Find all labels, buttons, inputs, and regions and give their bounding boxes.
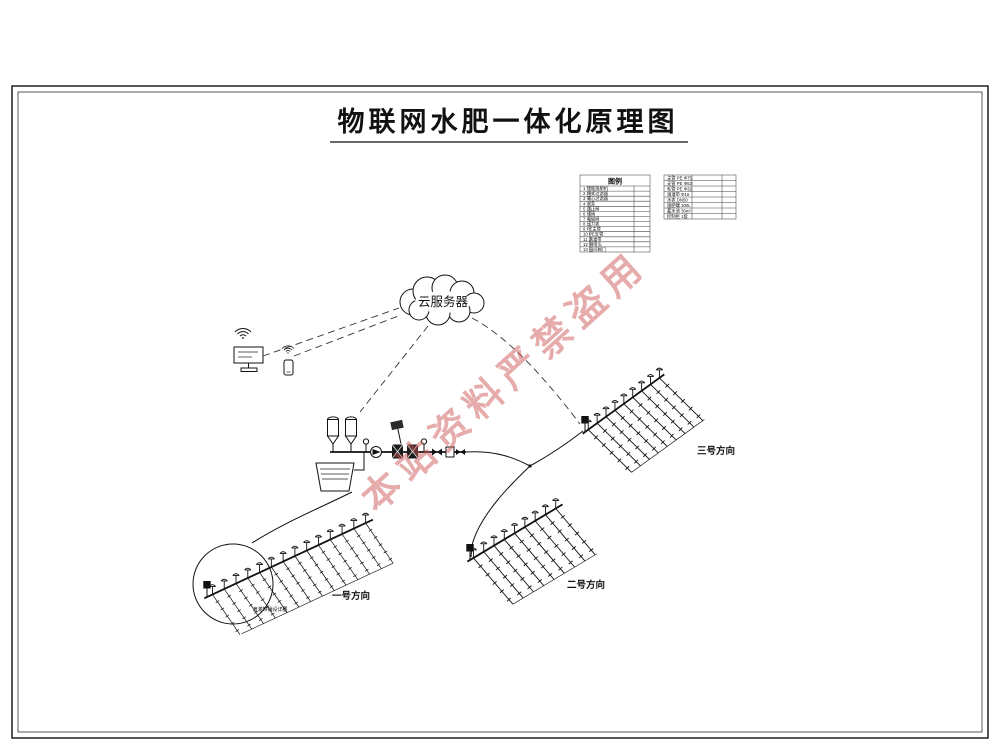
fertilizer-tank bbox=[326, 416, 340, 452]
field-2-label: 二号方向 bbox=[567, 579, 605, 591]
field-3-grid bbox=[581, 367, 705, 480]
distribution-pipes bbox=[251, 430, 584, 558]
field-1: 滴灌带铺设详图 一号方向 bbox=[192, 512, 395, 639]
legend-row: 3 离心过滤器 bbox=[583, 195, 609, 202]
pump-icon bbox=[370, 446, 382, 458]
legend-table-right: 主管 PE Φ75 支管 PE Φ63 毛管 PE Φ32 滴灌带 Φ16 水表… bbox=[663, 174, 737, 220]
legend-row: 毛管 PE Φ32 bbox=[667, 185, 693, 192]
monitor-icon bbox=[233, 346, 264, 364]
legend-row: 13 田间阀门 bbox=[583, 246, 606, 253]
legend-row: 2 网式过滤器 bbox=[583, 190, 609, 197]
phone-terminal bbox=[281, 345, 295, 376]
cloud-label: 云服务器 bbox=[418, 294, 469, 309]
valve-icon bbox=[432, 448, 465, 456]
detail-circle bbox=[192, 543, 274, 625]
legend-row: 施肥罐 300L bbox=[667, 202, 691, 209]
field-3-label: 三号方向 bbox=[697, 445, 735, 457]
cloud-server: 云服务器 bbox=[399, 274, 485, 326]
flow-meter-icon bbox=[445, 446, 455, 458]
field-1-grid bbox=[203, 512, 395, 639]
controller-panel bbox=[390, 419, 404, 444]
legend-row: 10 PE支管 bbox=[583, 231, 604, 238]
monitor-terminal bbox=[233, 328, 264, 372]
legend-row: 6 球阀 bbox=[583, 210, 595, 217]
fertilizer-tank bbox=[344, 416, 358, 452]
comm-links bbox=[262, 307, 581, 425]
filter-icon bbox=[391, 444, 419, 459]
legend-table-left: 图例 1 智能施肥机 2 网式过滤器 3 离心过滤器 4 水泵 5 逆止阀 6 … bbox=[579, 174, 651, 253]
field-2-grid bbox=[466, 498, 598, 611]
wifi-icon bbox=[234, 328, 252, 340]
legend-row: 5 逆止阀 bbox=[583, 205, 599, 212]
legend-row: 11 滴灌带 bbox=[583, 236, 602, 243]
legend-row: 1 智能施肥机 bbox=[583, 185, 609, 192]
legend-row: 水表 DN50 bbox=[667, 196, 688, 203]
legend-header: 图例 bbox=[608, 177, 622, 186]
legend-row: 主管 PE Φ75 bbox=[667, 174, 693, 181]
water-tank bbox=[315, 452, 365, 492]
phone-icon bbox=[283, 359, 294, 376]
legend-row: 12 微喷头 bbox=[583, 241, 603, 248]
equipment-station bbox=[315, 416, 466, 492]
field-3: 三号方向 bbox=[581, 367, 735, 480]
pressure-gauge-icon bbox=[362, 438, 428, 452]
legend-row: 9 PE主管 bbox=[583, 226, 602, 233]
legend-row: 蓄水池 30m³ bbox=[667, 207, 691, 214]
page-title: 物联网水肥一体化原理图 bbox=[338, 107, 679, 137]
legend-row: 控制柜 1套 bbox=[667, 213, 688, 220]
field-2: 二号方向 bbox=[466, 498, 605, 611]
detail-note: 滴灌带铺设详图 bbox=[252, 606, 287, 613]
legend-row: 4 水泵 bbox=[583, 200, 596, 206]
field-1-label: 一号方向 bbox=[332, 590, 370, 602]
legend-row: 8 压力表 bbox=[583, 221, 600, 228]
legend-row: 7 电磁阀 bbox=[583, 216, 599, 223]
legend-row: 滴灌带 Φ16 bbox=[667, 191, 690, 198]
legend-row: 支管 PE Φ63 bbox=[667, 180, 693, 187]
drawing-frame bbox=[11, 85, 989, 739]
